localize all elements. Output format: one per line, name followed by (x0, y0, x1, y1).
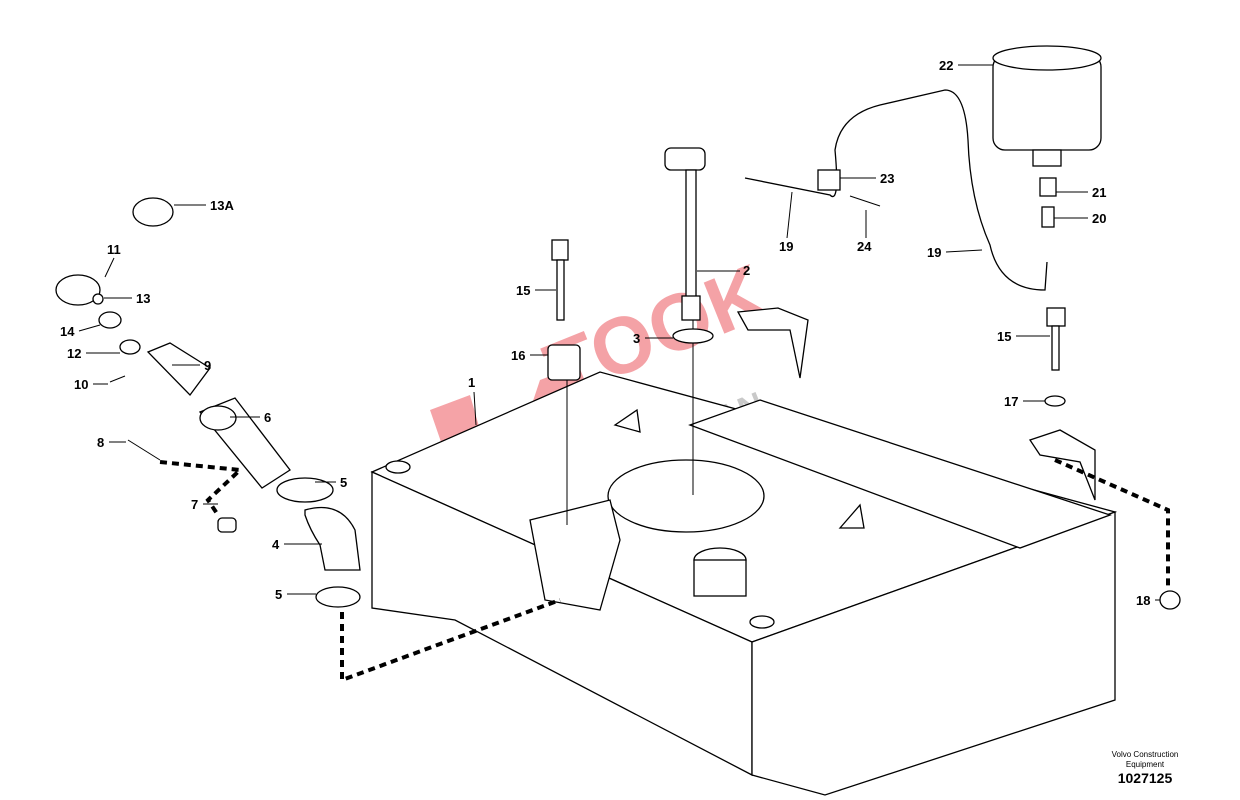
document-number: 1027125 (1117, 770, 1173, 786)
callout-14: 14 (60, 324, 75, 339)
callouts: 1 2 3 4 5 5 6 7 8 9 10 11 12 13 13A 14 1… (60, 58, 1160, 608)
callout-15a: 15 (516, 283, 530, 298)
callout-18: 18 (1136, 593, 1150, 608)
callout-23: 23 (880, 171, 894, 186)
callout-1: 1 (468, 375, 475, 390)
callout-6: 6 (264, 410, 271, 425)
credit-text: Volvo Construction Equipment (1111, 750, 1179, 769)
callout-17: 17 (1004, 394, 1018, 409)
fuel-tank (370, 307, 1118, 796)
callout-12: 12 (67, 346, 81, 361)
callout-9: 9 (204, 358, 211, 373)
callout-19a: 19 (779, 239, 793, 254)
callout-5a: 5 (340, 475, 347, 490)
callout-19b: 19 (927, 245, 941, 260)
callout-24: 24 (857, 239, 872, 254)
callout-21: 21 (1092, 185, 1106, 200)
callout-2: 2 (743, 263, 750, 278)
callout-8: 8 (97, 435, 104, 450)
callout-11: 11 (107, 242, 121, 257)
callout-7: 7 (191, 497, 198, 512)
callout-10: 10 (74, 377, 88, 392)
callout-16: 16 (511, 348, 525, 363)
callout-5b: 5 (275, 587, 282, 602)
callout-4: 4 (272, 537, 280, 552)
parts (55, 45, 1181, 683)
callout-20: 20 (1092, 211, 1106, 226)
callout-13a: 13A (210, 198, 234, 213)
callout-15b: 15 (997, 329, 1011, 344)
callout-22: 22 (939, 58, 953, 73)
callout-13: 13 (136, 291, 150, 306)
callout-3: 3 (633, 331, 640, 346)
